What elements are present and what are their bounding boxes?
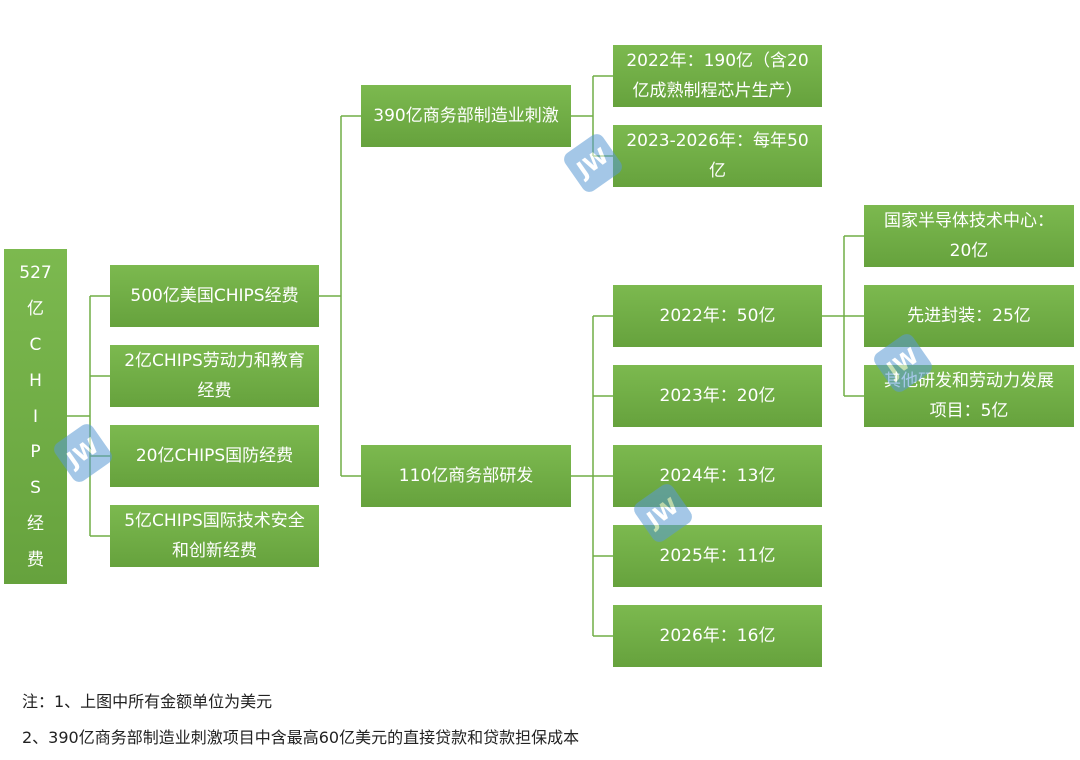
box-label: 和创新经费 <box>172 541 257 561</box>
box-20yi-defense: 20亿CHIPS国防经费 <box>110 425 319 487</box>
root-char: C <box>29 334 42 355</box>
box-national-semiconductor-center: 国家半导体技术中心： 20亿 <box>864 205 1074 267</box>
footnote-1: 注：1、上图中所有金额单位为美元 <box>22 692 273 711</box>
box-label: 5亿CHIPS国际技术安全 <box>124 511 305 531</box>
root-char: 527 <box>19 263 52 283</box>
box-label: 2022年：190亿（含20 <box>626 51 809 71</box>
chips-funding-diagram: 527 亿 C H I P S 经 费 500亿美国CHIPS经费 2亿CHIP… <box>4 45 1074 667</box>
root-char: 经 <box>26 514 44 535</box>
box-label: 2023-2026年：每年50亿 <box>626 131 809 181</box>
box-advanced-packaging: 先进封装：25亿 <box>864 285 1074 347</box>
box-manufacturing-2022: 2022年：190亿（含20 亿成熟制程芯片生产） <box>613 45 822 107</box>
root-char: P <box>30 442 41 463</box>
box-label: 先进封装：25亿 <box>907 306 1031 326</box>
box-label: 20亿CHIPS国防经费 <box>135 446 294 466</box>
root-box-total-chips-funding: 527 亿 C H I P S 经 费 <box>4 249 67 584</box>
box-label: 经费 <box>197 381 232 401</box>
box-rnd-2025: 2025年：11亿 <box>613 525 822 587</box>
root-char: 亿 <box>26 298 44 319</box>
box-2yi-workforce-education: 2亿CHIPS劳动力和教育经费 <box>110 345 319 407</box>
root-char: 费 <box>26 550 44 570</box>
root-char: I <box>32 406 38 427</box>
box-5yi-intl-security-innovation: 5亿CHIPS国际技术安全和创新经费 <box>110 505 319 567</box>
box-manufacturing-2023-2026: 2023-2026年：每年50亿 <box>613 125 822 187</box>
box-500yi-chips-fund: 500亿美国CHIPS经费 <box>110 265 319 327</box>
box-label: 其他研发和劳动力发展 <box>884 371 1054 391</box>
box-label: 500亿美国CHIPS经费 <box>130 286 299 306</box>
footnote-2: 2、390亿商务部制造业刺激项目中含最高60亿美元的直接贷款和贷款担保成本 <box>22 728 580 747</box>
box-rnd-2023: 2023年：20亿 <box>613 365 822 427</box>
root-char: H <box>29 370 42 391</box>
box-label: 2023年：20亿 <box>659 386 776 406</box>
root-vertical-label: 527 亿 C H I P S 经 费 <box>19 263 51 570</box>
box-rnd-2024: 2024年：13亿 <box>613 445 822 507</box>
box-390yi-manufacturing: 390亿商务部制造业刺激 <box>361 85 571 147</box>
box-label: 项目：5亿 <box>929 401 1009 421</box>
box-label: 2024年：13亿 <box>659 466 776 486</box>
box-label: 2亿CHIPS劳动力和教育 <box>124 351 305 371</box>
box-other-rnd-workforce: 其他研发和劳动力发展项目：5亿 <box>864 365 1074 427</box>
box-rnd-2022: 2022年：50亿 <box>613 285 822 347</box>
root-char: S <box>30 478 41 499</box>
box-rnd-2026: 2026年：16亿 <box>613 605 822 667</box>
box-label: 2026年：16亿 <box>659 626 776 646</box>
box-label: 20亿 <box>949 241 989 261</box>
box-label: 2025年：11亿 <box>659 546 776 566</box>
box-110yi-rnd: 110亿商务部研发 <box>361 445 571 507</box>
box-label: 110亿商务部研发 <box>398 466 534 486</box>
box-label: 2022年：50亿 <box>659 306 776 326</box>
box-label: 390亿商务部制造业刺激 <box>373 106 559 126</box>
box-label: 国家半导体技术中心： <box>884 211 1054 231</box>
box-label: 亿成熟制程芯片生产） <box>632 81 803 101</box>
